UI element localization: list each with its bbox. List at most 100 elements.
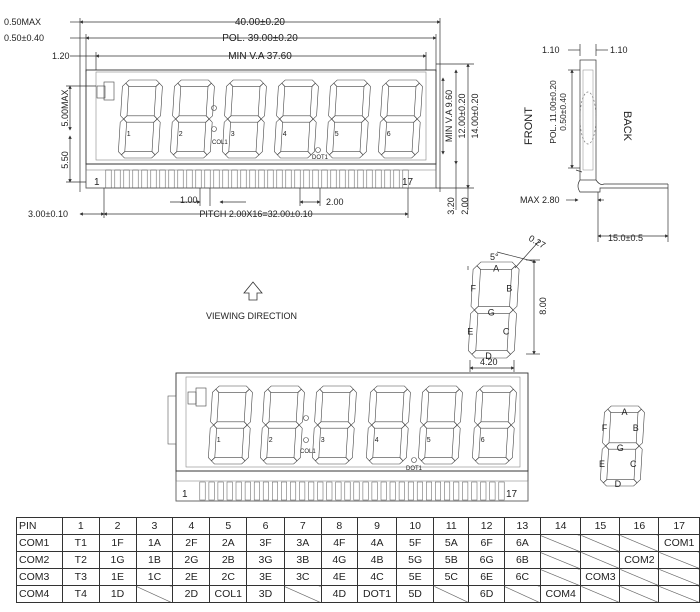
digit-bottom-4: 4 — [366, 385, 411, 465]
pin — [159, 169, 166, 189]
pin — [177, 169, 184, 189]
front-label: FRONT — [523, 107, 535, 145]
segment-label-a: A — [622, 407, 628, 417]
pin — [272, 481, 278, 501]
segment-label-d: D — [485, 351, 492, 361]
dim-pin-len-a: 3.20 — [446, 197, 456, 215]
dim-glass-height: 12.00±0.20 — [457, 94, 467, 139]
table-header-cell: 16 — [619, 517, 660, 535]
table-header-cell: 6 — [246, 517, 285, 535]
table-header-cell: 2 — [98, 517, 137, 535]
digit-bottom-3: 3 — [312, 385, 357, 465]
dim-left-bottom: 5.50 — [60, 151, 70, 169]
pin — [244, 481, 251, 501]
table-cell — [619, 534, 660, 552]
dim-side-length: 15.0±0.5 — [608, 233, 643, 243]
segment-label-f: F — [602, 423, 608, 433]
table-cell — [658, 585, 700, 603]
digit-top-2: 2 — [170, 79, 215, 159]
pin — [362, 481, 369, 501]
pin — [199, 481, 206, 501]
pin — [326, 481, 333, 501]
table-cell — [135, 585, 174, 603]
dim-side-max: MAX 2.80 — [520, 195, 560, 205]
segment-label-f: F — [471, 283, 477, 293]
pin — [389, 481, 396, 501]
digit-top-1: 1 — [118, 79, 163, 159]
dim-min-va-width: MIN V.A 37.60 — [228, 51, 292, 62]
pin — [208, 481, 215, 501]
pin — [195, 169, 202, 189]
pin — [453, 481, 460, 501]
dim-min-va-height: MIN V.A 9.60 — [444, 90, 454, 142]
table-header-cell: 10 — [396, 517, 435, 535]
table-cell — [539, 551, 582, 569]
digit-number: 5 — [335, 131, 339, 138]
pin — [375, 169, 382, 189]
table-header-cell: 17 — [658, 517, 700, 535]
table-cell — [658, 551, 700, 569]
table-cell: 1E — [98, 568, 137, 586]
pin — [402, 169, 409, 189]
dim-seg-angle: 5° — [490, 252, 499, 262]
digit-number: 1 — [217, 437, 221, 444]
digit-number: 6 — [387, 131, 391, 138]
dim-margin-left: 1.20 — [52, 51, 70, 61]
pin — [285, 169, 292, 189]
pin — [407, 481, 414, 501]
table-cell: 5E — [396, 568, 435, 586]
pin — [339, 169, 346, 189]
segment-label-c: C — [503, 327, 510, 337]
pin — [105, 169, 112, 189]
segment-label-b: B — [633, 423, 639, 433]
digit-bottom-5: 5 — [418, 385, 463, 465]
table-cell: 2G — [172, 551, 211, 569]
table-cell: COM2 — [16, 551, 63, 569]
segment-label-d: D — [615, 479, 622, 489]
pin — [330, 169, 337, 189]
pin — [262, 481, 269, 501]
digit-number: 2 — [269, 437, 273, 444]
pin — [222, 169, 229, 189]
dim-overall-width: 40.00±0.20 — [235, 17, 285, 28]
table-cell — [580, 534, 621, 552]
table-header-cell: 9 — [356, 517, 398, 535]
digit-top-5: 5 — [326, 79, 371, 159]
pin — [290, 481, 297, 501]
table-cell — [283, 585, 322, 603]
table-cell: 6A — [503, 534, 541, 552]
pin — [353, 481, 360, 501]
table-cell: 1A — [135, 534, 174, 552]
table-cell: COM3 — [16, 568, 63, 586]
pin — [267, 169, 274, 189]
digit-bottom-2: 2 — [260, 385, 305, 465]
table-cell: 6F — [468, 534, 505, 552]
pin — [276, 169, 283, 189]
digit-top-3: 3 — [222, 79, 267, 159]
dim-pin-len-b: 2.00 — [460, 197, 470, 215]
table-cell: 3F — [246, 534, 285, 552]
pin — [281, 481, 287, 501]
table-cell — [619, 585, 660, 603]
pin — [444, 481, 451, 501]
table-cell: 3A — [283, 534, 322, 552]
pin — [123, 169, 130, 189]
table-header-cell: 12 — [468, 517, 505, 535]
digit-number: 4 — [283, 131, 287, 138]
pin — [393, 169, 400, 189]
table-cell: COM3 — [580, 568, 621, 586]
segment-label-a: A — [493, 264, 499, 274]
table-header-pin: PIN — [16, 517, 63, 535]
table-cell: T2 — [62, 551, 100, 569]
table-cell: 4D — [320, 585, 358, 603]
pin — [132, 169, 139, 189]
table-cell — [580, 551, 621, 569]
pin-first-top: 1 — [94, 177, 100, 188]
table-cell: 5B — [433, 551, 470, 569]
dim-seg-width: 4.20 — [480, 357, 498, 367]
table-cell: COM2 — [619, 551, 660, 569]
